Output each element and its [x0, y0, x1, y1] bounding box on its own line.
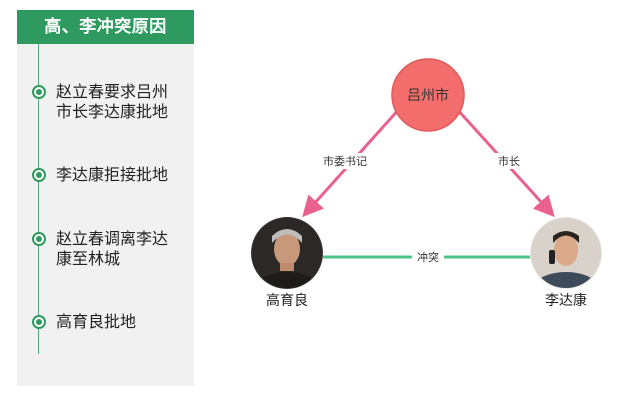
- timeline-line: [38, 44, 39, 354]
- timeline-event-text: 赵立春调离李达 康至林城: [56, 229, 169, 268]
- timeline-dot-icon: [32, 168, 46, 182]
- timeline-event-text: 李达康拒接批地: [56, 165, 169, 184]
- node-city-label: 吕州市: [407, 87, 449, 104]
- timeline-dot-icon: [32, 85, 46, 99]
- edge-label-conflict: 冲突: [417, 250, 439, 264]
- timeline-dot-icon: [32, 232, 46, 246]
- edge-label-bg: [494, 153, 524, 169]
- timeline-panel: 高、李冲突原因 赵立春要求吕州 市长李达康批地 李达康拒接批地 赵立春调离李达 …: [17, 10, 194, 386]
- edge-label-bg: [412, 249, 444, 265]
- node-city: [391, 58, 465, 132]
- timeline-title: 高、李冲突原因: [17, 10, 194, 44]
- edge-label-secretary: 市委书记: [323, 154, 367, 168]
- node-gao-avatar: [251, 217, 323, 289]
- node-gao-label: 高育良: [266, 292, 308, 309]
- timeline-event-text: 高育良批地: [56, 312, 137, 331]
- timeline-event-text: 赵立春要求吕州 市长李达康批地: [56, 82, 169, 121]
- edge-label-mayor: 市长: [498, 154, 520, 168]
- node-li-label: 李达康: [545, 292, 587, 309]
- timeline-dot-icon: [32, 315, 46, 329]
- node-li-avatar: [530, 217, 602, 289]
- edge-label-bg: [318, 153, 372, 169]
